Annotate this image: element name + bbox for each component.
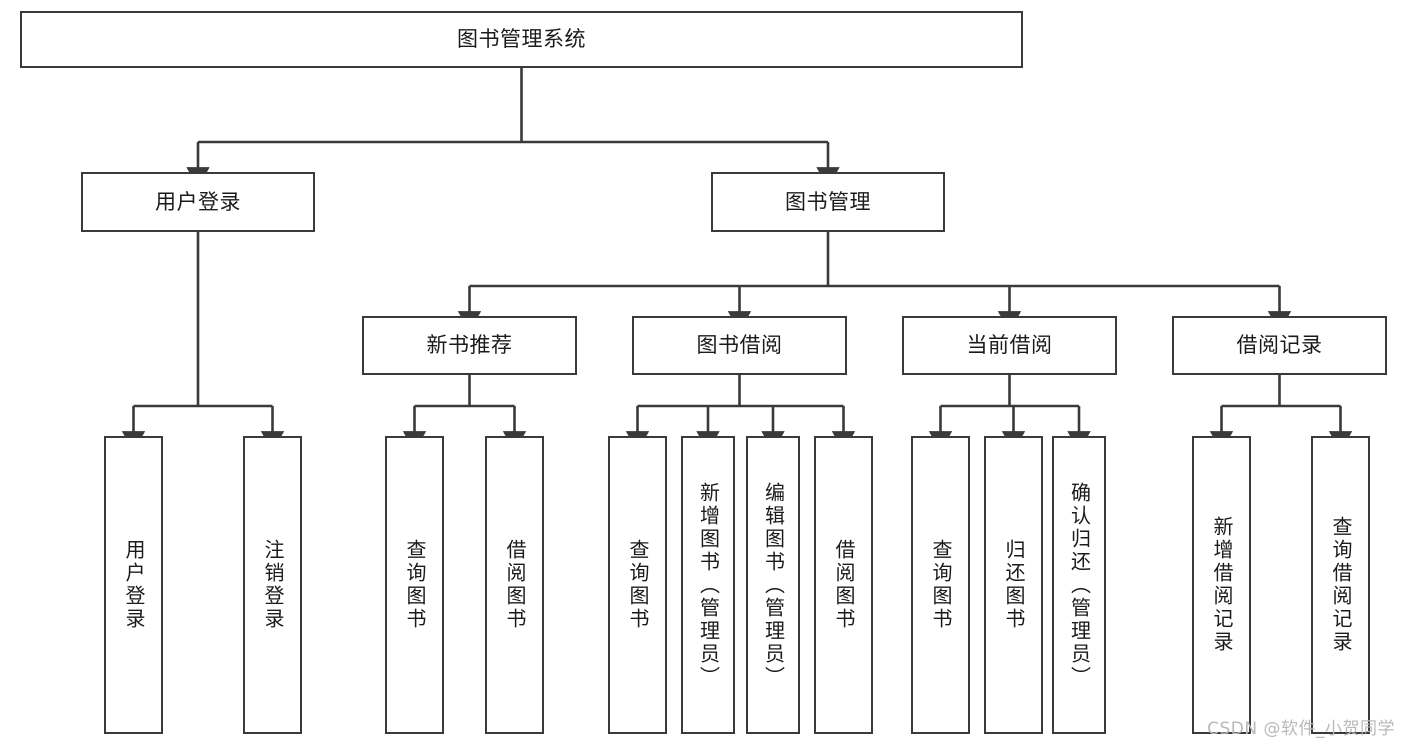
node-label: 新增借阅记录 (1210, 516, 1234, 654)
node-leaf-add-borrow-record[interactable]: 新增借阅记录 (1192, 436, 1251, 734)
node-user-login[interactable]: 用户登录 (81, 172, 315, 232)
node-leaf-borrow-book[interactable]: 借阅图书 (814, 436, 873, 734)
node-label: 编辑图书（管理员） (761, 481, 786, 689)
node-label: 查询图书 (626, 539, 650, 631)
node-label: 借阅图书 (503, 539, 527, 631)
node-leaf-logout[interactable]: 注销登录 (243, 436, 302, 734)
node-label: 图书借阅 (696, 333, 783, 358)
node-label: 注销登录 (261, 539, 285, 631)
node-label: 图书管理系统 (457, 27, 586, 52)
node-label: 新书推荐 (426, 333, 513, 358)
node-leaf-confirm-return-admin[interactable]: 确认归还（管理员） (1052, 436, 1106, 734)
node-label: 查询借阅记录 (1329, 516, 1353, 654)
node-book-management[interactable]: 图书管理 (711, 172, 945, 232)
node-book-borrowing[interactable]: 图书借阅 (632, 316, 847, 375)
node-label: 当前借阅 (966, 333, 1053, 358)
node-current-borrowing[interactable]: 当前借阅 (902, 316, 1117, 375)
node-label: 用户登录 (155, 189, 241, 214)
node-label: 确认归还（管理员） (1067, 481, 1092, 689)
node-label: 查询图书 (929, 539, 953, 631)
watermark-text: CSDN @软件_小贺同学 (1207, 719, 1395, 739)
node-leaf-query-borrow-record[interactable]: 查询借阅记录 (1311, 436, 1370, 734)
node-label: 查询图书 (403, 539, 427, 631)
node-leaf-edit-book-admin[interactable]: 编辑图书（管理员） (746, 436, 800, 734)
node-borrowing-records[interactable]: 借阅记录 (1172, 316, 1387, 375)
node-label: 借阅图书 (832, 539, 856, 631)
node-leaf-query-book-borrow[interactable]: 查询图书 (608, 436, 667, 734)
node-label: 用户登录 (122, 539, 146, 631)
node-root-book-management-system[interactable]: 图书管理系统 (20, 11, 1023, 68)
node-leaf-borrow-book-recommend[interactable]: 借阅图书 (485, 436, 544, 734)
node-leaf-return-book[interactable]: 归还图书 (984, 436, 1043, 734)
node-label: 新增图书（管理员） (696, 481, 721, 689)
node-label: 归还图书 (1002, 539, 1026, 631)
node-label: 借阅记录 (1236, 333, 1323, 358)
node-leaf-query-book-recommend[interactable]: 查询图书 (385, 436, 444, 734)
node-new-book-recommendation[interactable]: 新书推荐 (362, 316, 577, 375)
node-leaf-query-book-current[interactable]: 查询图书 (911, 436, 970, 734)
node-leaf-user-login[interactable]: 用户登录 (104, 436, 163, 734)
node-leaf-add-book-admin[interactable]: 新增图书（管理员） (681, 436, 735, 734)
node-label: 图书管理 (785, 189, 871, 214)
